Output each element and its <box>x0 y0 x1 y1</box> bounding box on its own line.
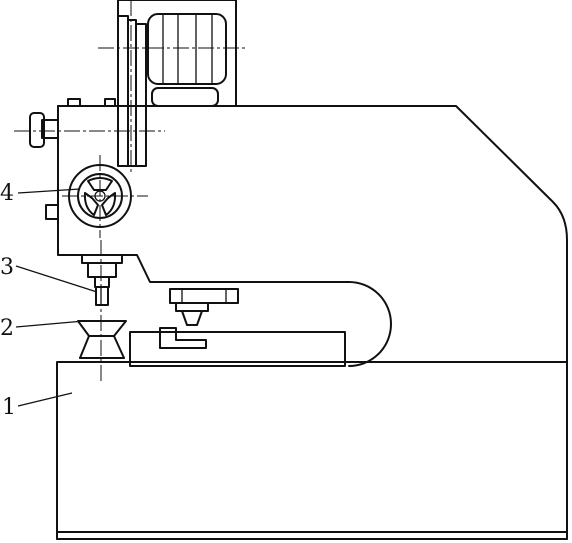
work-table <box>129 331 350 367</box>
eccentric-wheel <box>62 155 148 238</box>
label-4: 4 <box>0 181 14 206</box>
label-2: 2 <box>0 316 14 341</box>
belt-drive <box>117 0 147 172</box>
handwheel <box>14 112 165 148</box>
frame-bosses <box>45 98 116 220</box>
upper-tool-holder <box>169 288 239 326</box>
machine-base <box>56 361 568 540</box>
label-3: 3 <box>0 255 14 280</box>
ram-punch <box>81 254 123 306</box>
table-fixture <box>159 327 207 349</box>
lower-die <box>77 240 127 384</box>
leader-lines <box>15 188 98 407</box>
label-1: 1 <box>2 395 16 420</box>
c-frame <box>57 105 568 367</box>
